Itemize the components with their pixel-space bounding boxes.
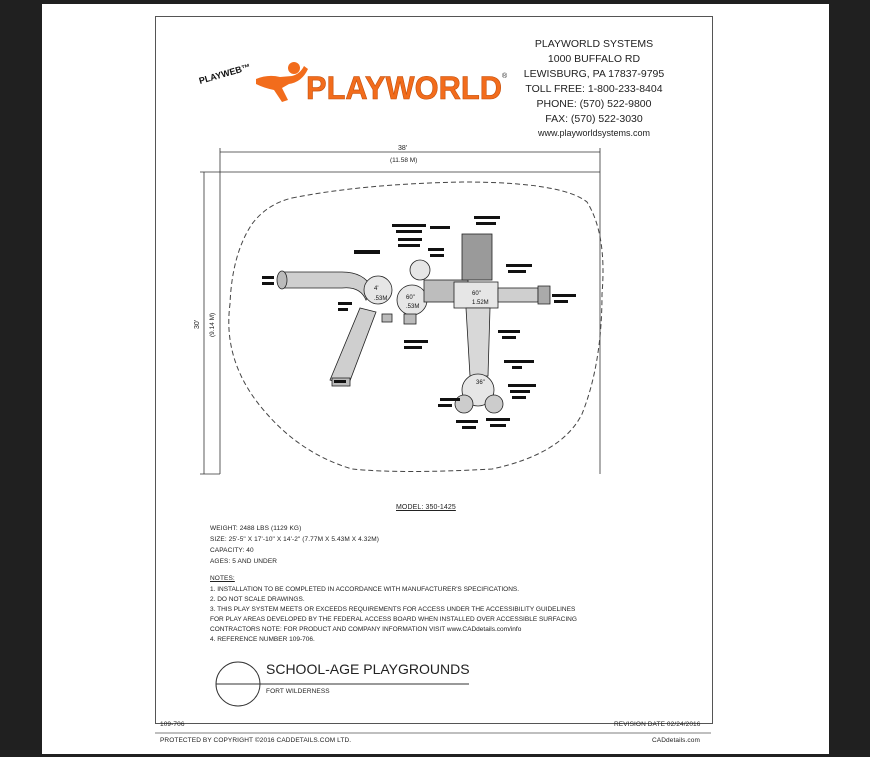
title-block-symbol — [215, 661, 469, 707]
fax-number: FAX: (570) 522-3030 — [545, 113, 643, 125]
svg-text:1.52M: 1.52M — [472, 300, 489, 306]
width-dimension-metric: (11.58 M) — [390, 157, 417, 164]
registered-mark: ® — [502, 72, 508, 80]
note-item: 4. REFERENCE NUMBER 109-706. — [210, 636, 315, 643]
svg-text:60": 60" — [406, 295, 415, 301]
drawing-border — [155, 16, 713, 724]
street-address: 1000 BUFFALO RD — [547, 53, 641, 65]
spec-weight: WEIGHT: 2488 LBS (1129 KG) — [210, 525, 302, 532]
drawing-subtitle: FORT WILDERNESS — [266, 688, 330, 695]
spec-ages: AGES: 5 AND UNDER — [210, 558, 278, 565]
height-dimension: 30' — [194, 320, 201, 329]
site-plan: PLAYWEB™ PLAYWORLD ® 38' (11.58 M) 30' (… — [155, 62, 711, 734]
revision-date: REVISION DATE 02/24/2016 — [614, 721, 701, 728]
website-link[interactable]: www.playworldsystems.com — [537, 128, 651, 138]
city-address: LEWISBURG, PA 17837-9795 — [523, 68, 665, 80]
playweb-badge: PLAYWEB™ — [198, 62, 252, 86]
caddetails-link[interactable]: CADdetails.com — [652, 737, 700, 744]
component-callouts — [262, 216, 576, 429]
note-item: CONTRACTORS NOTE: FOR PRODUCT AND COMPAN… — [210, 626, 522, 633]
svg-text:60": 60" — [472, 291, 481, 297]
phone-number: PHONE: (570) 522-9800 — [536, 98, 652, 110]
dimension-lines — [200, 148, 601, 475]
svg-text:.53M: .53M — [406, 304, 419, 310]
deck-height-labels: 4' .53M 60" .53M 60" 1.52M 36" — [374, 286, 489, 386]
svg-text:36": 36" — [476, 380, 485, 386]
note-item: FOR PLAY AREAS DEVELOPED BY THE FEDERAL … — [210, 616, 577, 623]
width-dimension: 38' — [398, 145, 407, 152]
drawing-title: SCHOOL-AGE PLAYGROUNDS — [266, 661, 470, 677]
toll-free-number: TOLL FREE: 1-800-233-8404 — [525, 83, 663, 95]
height-dimension-metric: (9.14 M) — [209, 313, 216, 337]
model-number: MODEL: 350-1425 — [396, 504, 456, 511]
drawing-sheet: PLAYWEB™ PLAYWORLD ® 38' (11.58 M) 30' (… — [42, 4, 829, 754]
spec-size: SIZE: 25'-5" X 17'-10" X 14'-2" (7.77M X… — [210, 536, 379, 543]
company-name: PLAYWORLD SYSTEMS — [534, 38, 654, 50]
use-zone-boundary — [228, 181, 604, 472]
reference-number: 109-706 — [160, 721, 185, 728]
svg-text:4': 4' — [374, 286, 378, 292]
svg-text:.53M: .53M — [374, 296, 387, 302]
note-item: 1. INSTALLATION TO BE COMPLETED IN ACCOR… — [210, 586, 520, 593]
spec-capacity: CAPACITY: 40 — [210, 547, 254, 554]
play-structure — [276, 233, 551, 414]
note-item: 2. DO NOT SCALE DRAWINGS. — [210, 596, 305, 603]
note-item: 3. THIS PLAY SYSTEM MEETS OR EXCEEDS REQ… — [210, 606, 576, 613]
notes-heading: NOTES: — [210, 575, 235, 582]
playworld-figure-icon — [256, 62, 308, 102]
copyright-notice: PROTECTED BY COPYRIGHT ©2016 CADDETAILS.… — [160, 737, 352, 744]
playworld-logo: PLAYWORLD — [306, 70, 502, 106]
